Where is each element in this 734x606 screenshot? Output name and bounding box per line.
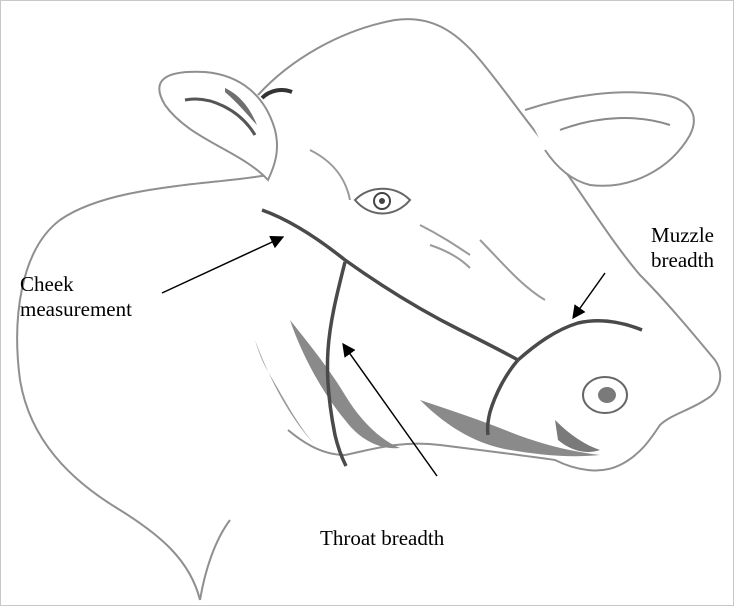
muzzle-label-line2: breadth: [651, 248, 714, 273]
muzzle-lower-line: [488, 360, 518, 435]
throat-arrow: [343, 344, 437, 476]
muzzle-breadth-label: Muzzle breadth: [651, 223, 714, 273]
muzzle-arrow: [573, 273, 605, 318]
cheek-label-line1: Cheek: [20, 272, 132, 297]
left-ear: [159, 72, 277, 180]
neck-outline: [17, 175, 268, 600]
face-lines: [310, 150, 545, 300]
cheek-measurement-label: Cheek measurement: [20, 272, 132, 322]
forelock: [262, 90, 292, 98]
cheek-arrow: [162, 237, 283, 293]
muzzle-shading: [555, 420, 600, 452]
muzzle-breadth-line: [518, 321, 642, 360]
throat-breadth-line: [327, 262, 346, 466]
throat-breadth-label: Throat breadth: [320, 526, 444, 551]
neck-rear-outline: [200, 520, 230, 600]
cheek-label-line2: measurement: [20, 297, 132, 322]
right-ear: [525, 92, 694, 185]
eye: [355, 189, 410, 214]
throat-shading: [290, 320, 400, 448]
muzzle-label-line1: Muzzle: [651, 223, 714, 248]
nostril: [583, 377, 627, 413]
